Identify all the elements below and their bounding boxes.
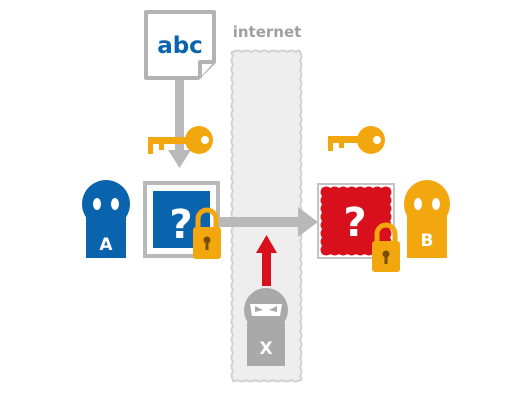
- person-icon-receiver: [404, 180, 450, 258]
- person-icon-sender: [82, 180, 130, 258]
- transmission-arrow-icon: [220, 207, 318, 237]
- internet-label: internet: [233, 23, 302, 41]
- key-icon-sender: [148, 126, 213, 154]
- receiver-label: B: [421, 231, 434, 251]
- ninja-icon-attacker: [244, 288, 288, 366]
- padlock-icon-received: [372, 222, 400, 272]
- document-text: abc: [157, 33, 203, 59]
- encrypt-arrow-icon: [168, 80, 191, 168]
- document-icon: [144, 10, 216, 80]
- sent-message-glyph: ?: [169, 202, 192, 248]
- sender-label: A: [99, 235, 113, 255]
- received-message-glyph: ?: [343, 200, 366, 246]
- key-icon-receiver: [328, 126, 385, 154]
- attack-arrow-icon: [256, 235, 277, 286]
- attacker-label: X: [259, 339, 272, 359]
- padlock-icon-sent: [193, 207, 221, 259]
